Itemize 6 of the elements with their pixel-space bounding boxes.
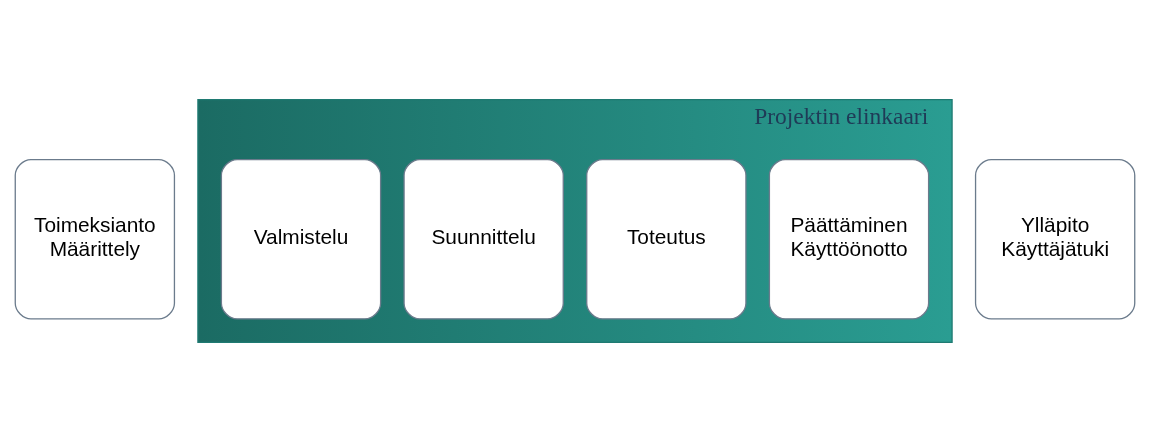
node-box: Suunnittelu	[403, 158, 564, 319]
node-box: Päättäminen Käyttöönotto	[768, 158, 930, 319]
node-box: Valmistelu	[220, 158, 382, 319]
node-box: Ylläpito Käyttäjätuki	[974, 158, 1136, 319]
node-box: Toteutus	[586, 158, 747, 319]
node-box: Toimeksianto Määrittely	[14, 158, 176, 319]
